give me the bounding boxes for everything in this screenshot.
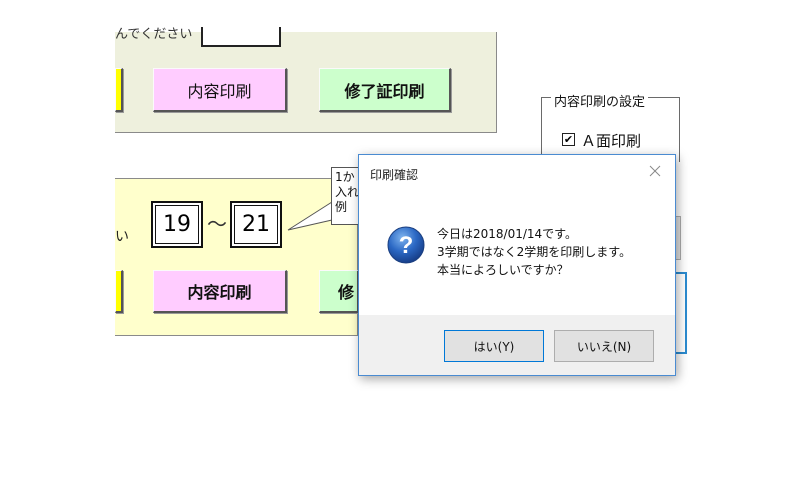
message-line: 3学期ではなく2学期を印刷します。 <box>437 245 632 259</box>
svg-text:?: ? <box>399 232 414 259</box>
range-from-field[interactable]: 19 <box>151 201 203 248</box>
question-icon: ? <box>387 226 425 264</box>
close-icon[interactable] <box>648 164 662 178</box>
dialog-title: 印刷確認 <box>370 168 419 182</box>
lower-panel-instruction: い <box>115 229 129 245</box>
upper-yellow-button[interactable] <box>115 68 123 112</box>
callout-pointer <box>287 201 333 231</box>
a-side-print-label: Ａ面印刷 <box>581 132 642 150</box>
print-certificate-button[interactable]: 修了証印刷 <box>319 68 451 112</box>
lower-print-content-button[interactable]: 内容印刷 <box>153 270 287 313</box>
callout-line: 入れ <box>335 185 360 199</box>
message-line: 今日は2018/01/14です。 <box>437 227 577 241</box>
no-button[interactable]: いいえ(N) <box>554 330 654 362</box>
upper-input-box[interactable] <box>201 27 281 47</box>
partial-listbox[interactable] <box>675 272 687 354</box>
callout-line: 例 <box>335 200 348 214</box>
message-line: 本当によろしいですか？ <box>437 263 569 277</box>
lower-yellow-button[interactable] <box>115 270 123 313</box>
callout-line: 1か <box>335 170 355 184</box>
upper-panel-instruction: んでください <box>115 27 193 42</box>
range-hint-callout: 1か 入れ 例 <box>331 167 363 225</box>
range-to-field[interactable]: 21 <box>230 201 282 248</box>
a-side-print-checkbox[interactable]: ✔ <box>562 133 575 146</box>
upper-print-content-button[interactable]: 内容印刷 <box>153 68 287 112</box>
lower-print-certificate-button[interactable]: 修 <box>319 270 359 313</box>
print-settings-title: 内容印刷の設定 <box>551 91 649 110</box>
print-confirm-dialog: 印刷確認 ? 今日は2018/01/14です。 3学期ではなく2学期を印刷します… <box>358 154 676 376</box>
range-separator: ～ <box>207 212 227 236</box>
dialog-message: 今日は2018/01/14です。 3学期ではなく2学期を印刷します。 本当によろ… <box>437 225 631 279</box>
yes-button[interactable]: はい(Y) <box>444 330 544 362</box>
